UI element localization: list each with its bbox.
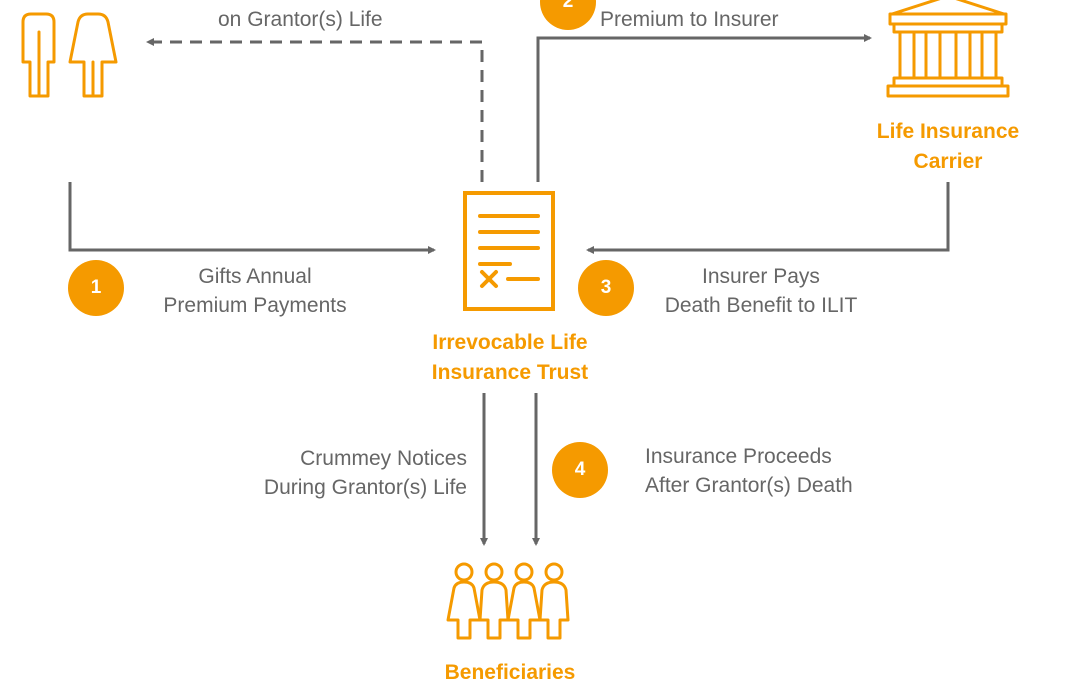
step-badge-3: 3: [578, 260, 634, 316]
policy-label: on Grantor(s) Life: [218, 8, 383, 31]
premium-arrow: [536, 34, 872, 182]
trust-title-line1: Irrevocable Life: [432, 331, 588, 354]
trust-title-line2: Insurance Trust: [431, 361, 589, 384]
group-icon: [446, 562, 570, 640]
death-benefit-arrow: [586, 182, 950, 254]
policy-dashed-arrow: [146, 38, 484, 182]
document-icon: [463, 191, 555, 311]
flow-1-label: Gifts Annual Premium Payments: [140, 262, 370, 320]
flow-2-label: Premium to Insurer: [600, 8, 779, 31]
flow-3-line2: Death Benefit to ILIT: [664, 294, 858, 317]
flow-1-line2: Premium Payments: [163, 294, 347, 317]
step-badge-1: 1: [68, 260, 124, 316]
bank-building-icon: [886, 0, 1010, 98]
gifts-arrow: [68, 182, 436, 254]
beneficiaries-title: Beneficiaries: [444, 661, 576, 684]
flow-1-line1: Gifts Annual: [198, 265, 312, 288]
couple-icon: [21, 12, 118, 98]
crummey-line1: Crummey Notices: [300, 447, 467, 470]
crummey-line2: During Grantor(s) Life: [263, 476, 467, 499]
flow-4-label: Insurance Proceeds After Grantor(s) Deat…: [645, 442, 853, 500]
flow-4-line2: After Grantor(s) Death: [645, 474, 853, 497]
carrier-title: Life Insurance Carrier: [870, 117, 1026, 177]
carrier-title-line2: Carrier: [913, 150, 983, 173]
crummey-label: Crummey Notices During Grantor(s) Life: [200, 444, 467, 502]
step-badge-4: 4: [552, 442, 608, 498]
flow-3-line1: Insurer Pays: [702, 265, 820, 288]
carrier-title-line1: Life Insurance: [876, 120, 1020, 143]
flow-3-label: Insurer Pays Death Benefit to ILIT: [646, 262, 876, 320]
flow-4-line1: Insurance Proceeds: [645, 445, 832, 468]
trust-title: Irrevocable Life Insurance Trust: [400, 328, 620, 388]
